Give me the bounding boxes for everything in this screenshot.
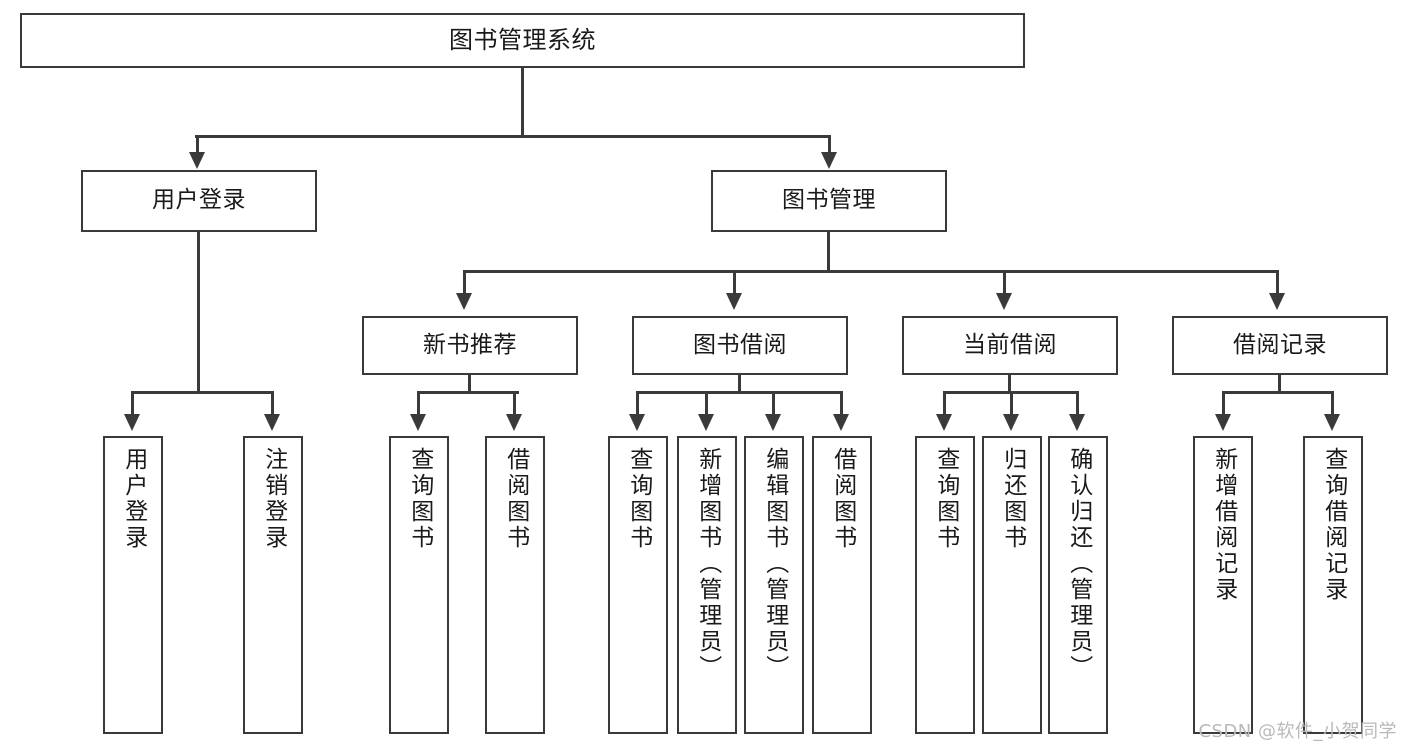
leaf-new-book-query-book[interactable]: 查询图书 xyxy=(389,436,449,734)
connector-current-borrow-stem xyxy=(1008,375,1011,393)
arrowhead-borrow-record-leaf-2 xyxy=(1324,414,1340,431)
node-borrow-record[interactable]: 借阅记录 xyxy=(1172,316,1388,375)
node-label: 编辑图书（管理员） xyxy=(761,447,788,681)
leaf-user-login[interactable]: 用户登录 xyxy=(103,436,163,734)
connector-user-login-drop-1 xyxy=(131,391,134,417)
csdn-watermark: CSDN @软件_小贺同学 xyxy=(1198,721,1397,742)
arrowhead-bm-to-borrow-record xyxy=(1269,293,1285,310)
leaf-borrow-record-add-record[interactable]: 新增借阅记录 xyxy=(1193,436,1253,734)
node-root-book-management-system[interactable]: 图书管理系统 xyxy=(20,13,1025,68)
connector-current-borrow-drop-1 xyxy=(943,391,946,417)
node-label: 新书推荐 xyxy=(423,331,517,358)
node-current-borrow[interactable]: 当前借阅 xyxy=(902,316,1118,375)
arrowhead-bm-to-current-borrow xyxy=(996,293,1012,310)
leaf-current-borrow-confirm-return-admin[interactable]: 确认归还（管理员） xyxy=(1048,436,1108,734)
arrowhead-new-book-leaf-1 xyxy=(410,414,426,431)
connector-current-borrow-bus xyxy=(943,391,1076,394)
connector-borrow-record-drop-2 xyxy=(1331,391,1334,417)
connector-bm-drop-4 xyxy=(1276,270,1279,296)
arrowhead-current-borrow-leaf-1 xyxy=(936,414,952,431)
node-label: 查询图书 xyxy=(932,447,959,551)
connector-borrow-record-bus xyxy=(1222,391,1334,394)
connector-book-borrow-bus xyxy=(636,391,842,394)
connector-root-bus xyxy=(195,135,831,138)
connector-user-login-bus xyxy=(131,391,273,394)
connector-bm-drop-1 xyxy=(463,270,466,296)
node-label: 借阅图书 xyxy=(502,447,529,551)
node-label: 借阅图书 xyxy=(829,447,856,551)
connector-borrow-record-stem xyxy=(1278,375,1281,393)
node-book-management[interactable]: 图书管理 xyxy=(711,170,947,232)
arrowhead-bm-to-new-book xyxy=(456,293,472,310)
connector-new-book-drop-1 xyxy=(417,391,420,417)
connector-current-borrow-drop-2 xyxy=(1010,391,1013,417)
arrowhead-bm-to-book-borrow xyxy=(726,293,742,310)
connector-user-login-drop-2 xyxy=(271,391,274,417)
node-label: 查询图书 xyxy=(625,447,652,551)
leaf-current-borrow-return-book[interactable]: 归还图书 xyxy=(982,436,1042,734)
node-label: 图书借阅 xyxy=(693,331,787,358)
connector-book-borrow-drop-3 xyxy=(772,391,775,417)
node-label: 当前借阅 xyxy=(963,331,1057,358)
arrowhead-user-login-leaf-1 xyxy=(124,414,140,431)
leaf-user-logout[interactable]: 注销登录 xyxy=(243,436,303,734)
node-label: 图书管理 xyxy=(782,187,876,214)
arrowhead-book-borrow-leaf-3 xyxy=(765,414,781,431)
connector-book-management-stem xyxy=(827,232,830,272)
node-label: 归还图书 xyxy=(999,447,1026,551)
connector-new-book-bus xyxy=(417,391,519,394)
connector-bm-drop-3 xyxy=(1003,270,1006,296)
leaf-current-borrow-query-book[interactable]: 查询图书 xyxy=(915,436,975,734)
node-label: 新增借阅记录 xyxy=(1210,447,1237,603)
node-label: 用户登录 xyxy=(152,187,246,214)
connector-book-borrow-drop-4 xyxy=(840,391,843,417)
connector-new-book-drop-2 xyxy=(513,391,516,417)
node-book-borrow[interactable]: 图书借阅 xyxy=(632,316,848,375)
connector-borrow-record-drop-1 xyxy=(1222,391,1225,417)
leaf-book-borrow-borrow-book[interactable]: 借阅图书 xyxy=(812,436,872,734)
arrowhead-current-borrow-leaf-3 xyxy=(1069,414,1085,431)
connector-root-to-book-management xyxy=(828,135,831,157)
connector-current-borrow-drop-3 xyxy=(1076,391,1079,417)
connector-book-borrow-stem xyxy=(738,375,741,393)
node-label: 查询图书 xyxy=(406,447,433,551)
arrowhead-book-borrow-leaf-4 xyxy=(833,414,849,431)
leaf-borrow-record-query-record[interactable]: 查询借阅记录 xyxy=(1303,436,1363,734)
arrowhead-new-book-leaf-2 xyxy=(506,414,522,431)
arrowhead-user-login-leaf-2 xyxy=(264,414,280,431)
node-label: 图书管理系统 xyxy=(449,26,596,55)
arrowhead-borrow-record-leaf-1 xyxy=(1215,414,1231,431)
connector-book-management-bus xyxy=(463,270,1279,273)
arrowhead-current-borrow-leaf-2 xyxy=(1003,414,1019,431)
node-label: 新增图书（管理员） xyxy=(694,447,721,681)
connector-book-borrow-drop-2 xyxy=(705,391,708,417)
connector-user-login-stem xyxy=(197,232,200,394)
connector-root-stem xyxy=(521,68,524,137)
node-label: 确认归还（管理员） xyxy=(1065,447,1092,681)
node-label: 用户登录 xyxy=(120,447,147,551)
leaf-book-borrow-add-book-admin[interactable]: 新增图书（管理员） xyxy=(677,436,737,734)
arrowhead-root-to-book-management xyxy=(821,152,837,169)
connector-bm-drop-2 xyxy=(733,270,736,296)
arrowhead-book-borrow-leaf-2 xyxy=(698,414,714,431)
connector-root-to-user-login xyxy=(196,135,199,157)
node-new-book-recommend[interactable]: 新书推荐 xyxy=(362,316,578,375)
node-label: 借阅记录 xyxy=(1233,331,1327,358)
connector-book-borrow-drop-1 xyxy=(636,391,639,417)
connector-new-book-stem xyxy=(468,375,471,393)
leaf-book-borrow-query-book[interactable]: 查询图书 xyxy=(608,436,668,734)
leaf-book-borrow-edit-book-admin[interactable]: 编辑图书（管理员） xyxy=(744,436,804,734)
arrowhead-book-borrow-leaf-1 xyxy=(629,414,645,431)
node-user-login[interactable]: 用户登录 xyxy=(81,170,317,232)
node-label: 注销登录 xyxy=(260,447,287,551)
node-label: 查询借阅记录 xyxy=(1320,447,1347,603)
leaf-new-book-borrow-book[interactable]: 借阅图书 xyxy=(485,436,545,734)
arrowhead-root-to-user-login xyxy=(189,152,205,169)
